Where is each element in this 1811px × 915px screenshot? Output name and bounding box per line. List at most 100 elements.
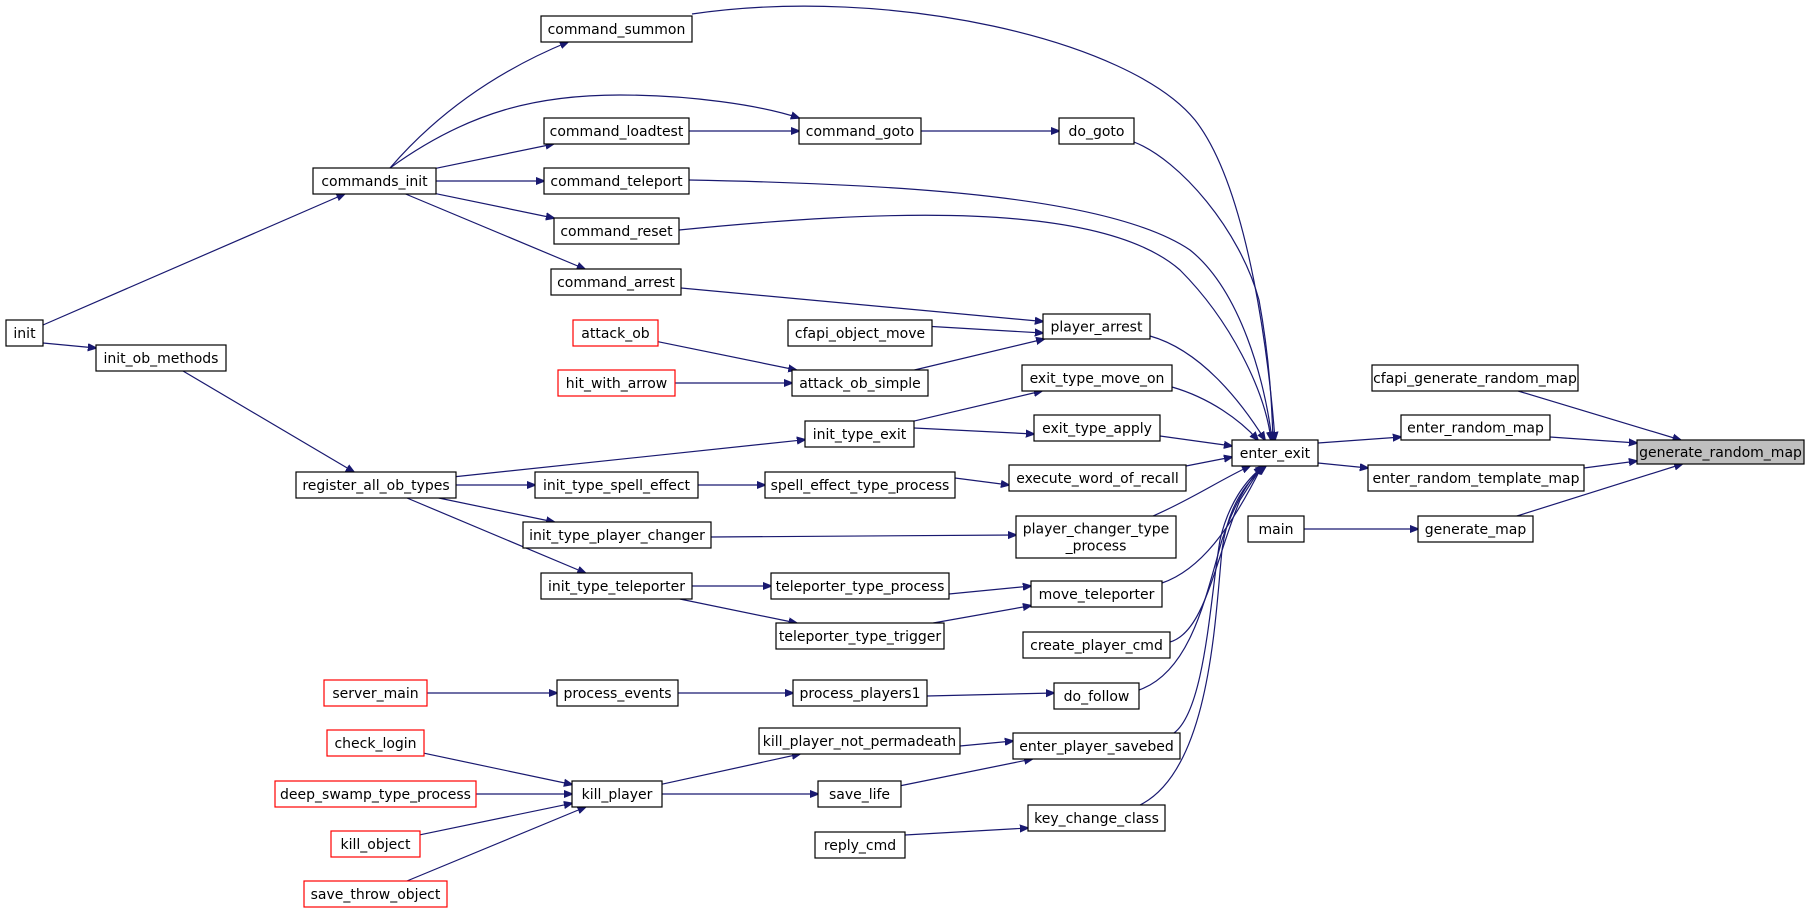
node-box — [1247, 515, 1305, 543]
node-label: move_teleporter — [1039, 587, 1155, 603]
node-box — [787, 319, 933, 347]
node-process-players1[interactable]: process_players1 — [792, 679, 928, 707]
edge-cfapi_object_move-to-player_arrest — [931, 325, 1043, 334]
edge-exit_type_move_on-to-enter_exit — [1171, 386, 1258, 440]
node-register-all-ob-types[interactable]: register_all_ob_types — [295, 471, 457, 499]
node-box — [804, 420, 915, 448]
node-move-teleporter[interactable]: move_teleporter — [1030, 580, 1163, 608]
node-box — [1636, 439, 1805, 465]
node-main[interactable]: main — [1247, 515, 1305, 543]
edges-layer — [42, 5, 1682, 882]
edge-teleporter_type_trigger-to-move_teleporter — [933, 606, 1031, 624]
node-label: check_login — [334, 736, 416, 752]
node-enter-exit[interactable]: enter_exit — [1231, 439, 1319, 467]
node-box — [1417, 515, 1534, 543]
node-hit-with-arrow[interactable]: hit_with_arrow — [557, 369, 676, 397]
node-box — [323, 679, 428, 707]
node-box — [1042, 313, 1151, 340]
node-command-summon[interactable]: command_summon — [540, 15, 693, 43]
node-player-arrest[interactable]: player_arrest — [1042, 313, 1151, 340]
node-do-follow[interactable]: do_follow — [1053, 682, 1140, 710]
node-init-ob-methods[interactable]: init_ob_methods — [95, 344, 227, 372]
node-teleporter-type-process[interactable]: teleporter_type_process — [770, 572, 950, 600]
node-save-throw-object[interactable]: save_throw_object — [303, 880, 448, 908]
node-box — [792, 679, 928, 707]
node-commands-init[interactable]: commands_init — [312, 167, 437, 195]
node-label: hit_with_arrow — [566, 376, 668, 392]
edge-spell_effect_type_process-to-execute_word_of_recall — [954, 477, 1009, 485]
edge-enter_player_savebed-to-enter_exit — [1173, 466, 1264, 734]
node-execute-word-of-recall[interactable]: execute_word_of_recall — [1008, 464, 1187, 492]
node-key-change-class[interactable]: key_change_class — [1027, 804, 1166, 832]
edge-init_type_player_changer-to-player_changer_type_process — [710, 535, 1016, 537]
edge-move_teleporter-to-enter_exit — [1161, 466, 1262, 584]
node-command-loadtest[interactable]: command_loadtest — [543, 117, 690, 145]
node-save-life[interactable]: save_life — [817, 780, 902, 808]
node-exit-type-apply[interactable]: exit_type_apply — [1033, 414, 1161, 442]
node-reply-cmd[interactable]: reply_cmd — [814, 831, 906, 859]
edge-commands_init-to-command_goto — [389, 94, 799, 169]
edge-enter_random_template_map-to-generate_random_map — [1583, 461, 1637, 469]
node-exit-type-move-on[interactable]: exit_type_move_on — [1021, 364, 1173, 392]
node-box — [1021, 364, 1173, 392]
node-command-arrest[interactable]: command_arrest — [550, 268, 682, 296]
node-attack-ob[interactable]: attack_ob — [572, 319, 659, 347]
node-box — [312, 167, 437, 195]
node-box — [543, 117, 690, 145]
node-init[interactable]: init — [5, 319, 44, 347]
edge-enter_random_map-to-generate_random_map — [1549, 436, 1637, 443]
node-command-reset[interactable]: command_reset — [553, 217, 680, 245]
node-label: init_type_player_changer — [529, 528, 705, 544]
edge-kill_object-to-kill_player — [419, 803, 572, 836]
node-label: generate_map — [1425, 522, 1527, 538]
node-label: teleporter_type_process — [776, 579, 945, 595]
node-check-login[interactable]: check_login — [326, 729, 425, 757]
node-spell-effect-type-process[interactable]: spell_effect_type_process — [764, 471, 956, 499]
node-attack-ob-simple[interactable]: attack_ob_simple — [791, 369, 929, 397]
node-cfapi-object-move[interactable]: cfapi_object_move — [787, 319, 933, 347]
edge-process_players1-to-do_follow — [926, 693, 1054, 696]
node-enter-random-map[interactable]: enter_random_map — [1400, 414, 1551, 441]
node-label: do_follow — [1064, 689, 1130, 705]
node-label: process_players1 — [799, 686, 920, 702]
node-box — [95, 344, 227, 372]
node-label: reply_cmd — [824, 838, 896, 854]
edge-register_all_ob_types-to-init_type_teleporter — [406, 497, 586, 573]
node-box — [274, 780, 477, 808]
node-label: kill_player — [582, 787, 653, 803]
node-box — [522, 521, 712, 549]
edge-generate_map-to-generate_random_map — [1516, 464, 1682, 517]
node-box — [572, 319, 659, 347]
edge-init-to-init_ob_methods — [42, 342, 96, 348]
node-label: _process — [1065, 539, 1127, 555]
node-enter-random-template-map[interactable]: enter_random_template_map — [1367, 464, 1585, 492]
node-command-goto[interactable]: command_goto — [798, 117, 922, 145]
node-generate-map[interactable]: generate_map — [1417, 515, 1534, 543]
node-generate-random-map[interactable]: generate_random_map — [1636, 439, 1805, 465]
node-command-teleport[interactable]: command_teleport — [543, 167, 690, 195]
node-label: attack_ob — [581, 326, 650, 342]
edge-init_type_teleporter-to-teleporter_type_trigger — [679, 598, 797, 623]
node-init-type-player-changer[interactable]: init_type_player_changer — [522, 521, 712, 549]
node-enter-player-savebed[interactable]: enter_player_savebed — [1012, 732, 1181, 760]
edge-command_arrest-to-player_arrest — [680, 287, 1043, 322]
node-kill-player[interactable]: kill_player — [571, 780, 663, 808]
node-server-main[interactable]: server_main — [323, 679, 428, 707]
node-label: server_main — [332, 686, 418, 702]
node-init-type-teleporter[interactable]: init_type_teleporter — [540, 572, 693, 600]
node-create-player-cmd[interactable]: create_player_cmd — [1022, 631, 1171, 659]
node-init-type-exit[interactable]: init_type_exit — [804, 420, 915, 448]
node-teleporter-type-trigger[interactable]: teleporter_type_trigger — [775, 622, 945, 650]
node-box — [550, 268, 682, 296]
node-deep-swamp-type-process[interactable]: deep_swamp_type_process — [274, 780, 477, 808]
node-init-type-spell-effect[interactable]: init_type_spell_effect — [534, 471, 699, 499]
node-process-events[interactable]: process_events — [556, 679, 679, 707]
node-kill-object[interactable]: kill_object — [330, 830, 421, 858]
node-box — [1027, 804, 1166, 832]
node-label: init_type_spell_effect — [543, 478, 691, 494]
node-kill-player-not-permadeath[interactable]: kill_player_not_permadeath — [758, 727, 961, 755]
node-player-changer-type-process[interactable]: player_changer_type_process — [1015, 515, 1177, 559]
node-cfapi-generate-random-map[interactable]: cfapi_generate_random_map — [1371, 364, 1579, 392]
node-do-goto[interactable]: do_goto — [1058, 117, 1135, 145]
